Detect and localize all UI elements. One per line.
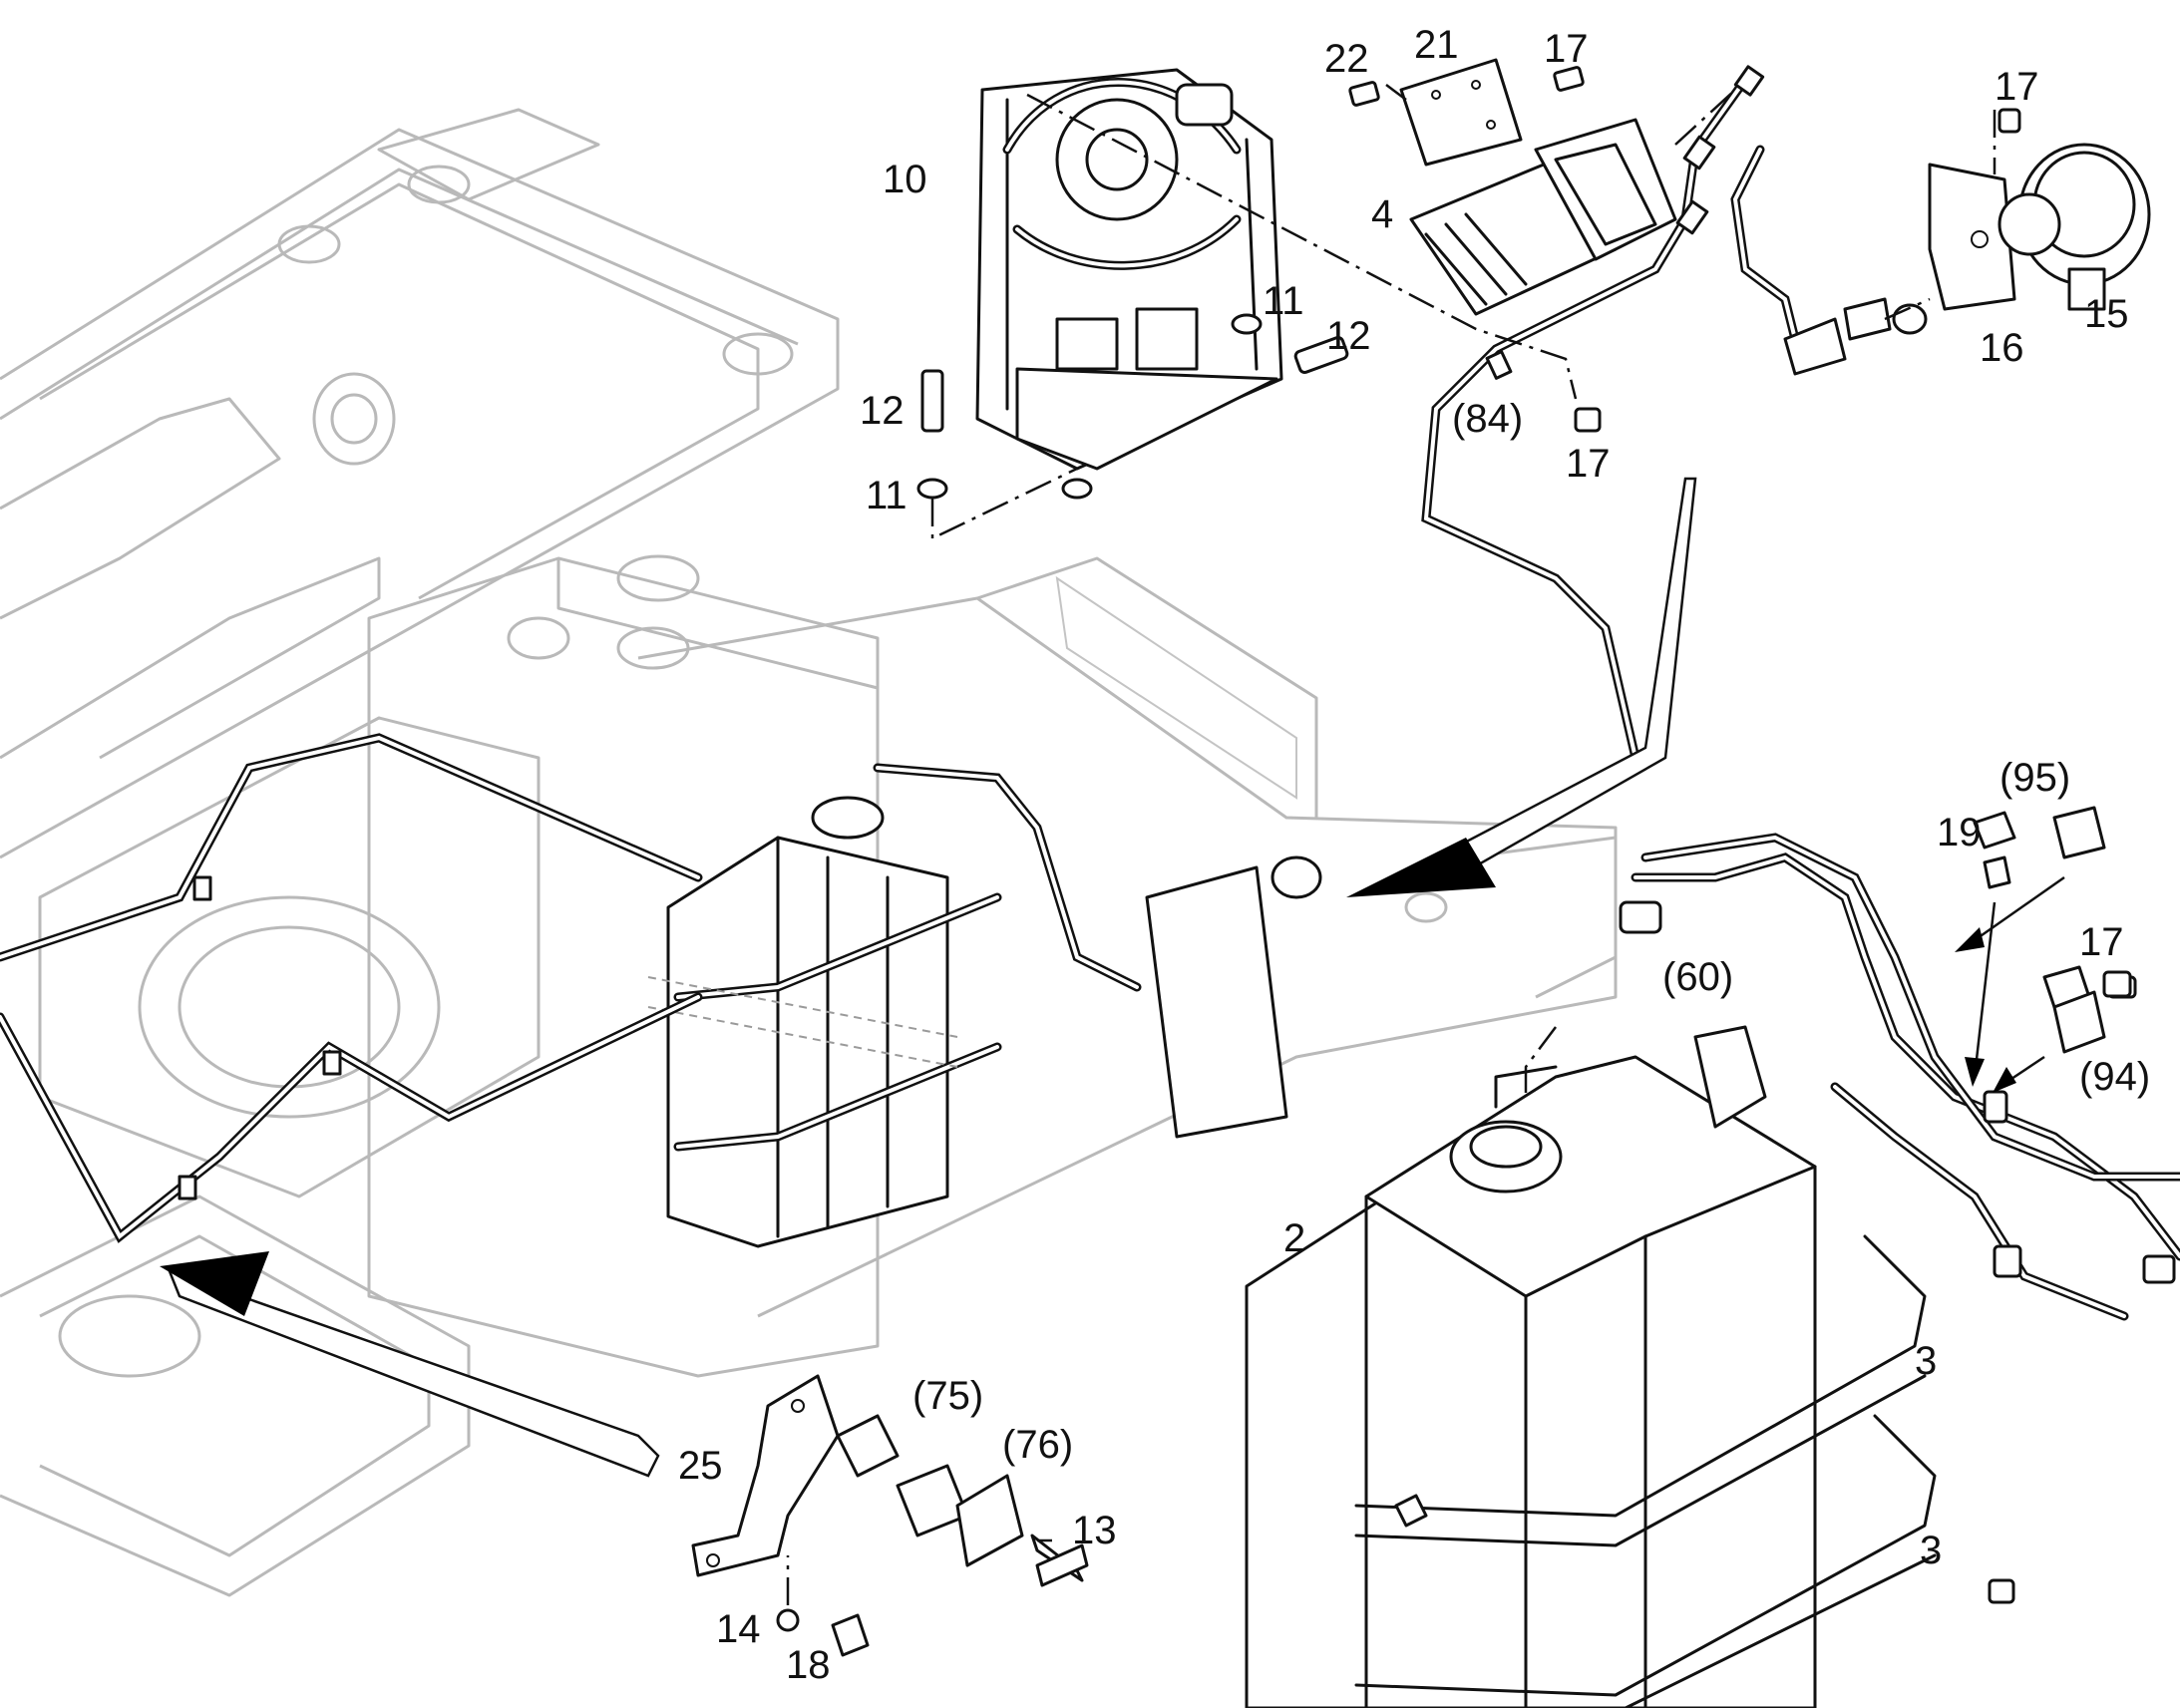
mount-bracket [691, 1374, 1084, 1657]
callout-14: 14 [716, 1607, 761, 1651]
installed-tank [647, 763, 1322, 1248]
screw-12-right [1293, 336, 1349, 374]
callout-3-lower: 3 [1920, 1529, 1942, 1572]
assembly-lines [786, 84, 1997, 1605]
callout-3-upper: 3 [1915, 1339, 1937, 1383]
callout-25: 25 [678, 1444, 723, 1488]
clip-95 [2052, 806, 2106, 859]
callout-21: 21 [1414, 23, 1459, 67]
callout-11-right: 11 [1263, 279, 1304, 323]
callout-12-left: 12 [860, 389, 905, 433]
callout-76: (76) [1002, 1423, 1073, 1467]
callout-19: 19 [1937, 811, 1982, 854]
pump-motor [1348, 58, 1677, 316]
suction-line [1421, 65, 1928, 763]
screw-17-right [2102, 970, 2132, 998]
fasteners [916, 313, 2132, 1604]
callout-11-left: 11 [866, 474, 908, 517]
callout-15: 15 [2084, 292, 2129, 336]
screw-12-left [920, 369, 944, 433]
washer-11-left [916, 478, 948, 500]
callout-22: 22 [1324, 37, 1369, 81]
callout-16: 16 [1980, 326, 2024, 370]
fluid-tank [1245, 1025, 1937, 1708]
callout-17-right: 17 [2079, 920, 2124, 964]
callout-95: (95) [1999, 756, 2070, 800]
callout-2: 2 [1283, 1216, 1305, 1260]
washer-11-right [1231, 313, 1263, 335]
nut-19 [1983, 855, 2011, 889]
screw-17-lower [1574, 407, 1602, 433]
callout-84: (84) [1452, 397, 1523, 441]
callout-18: 18 [786, 1643, 831, 1687]
callout-75: (75) [912, 1374, 983, 1418]
pump-module [975, 68, 1283, 500]
callout-60: (60) [1662, 955, 1733, 999]
callout-17-filter: 17 [1995, 65, 2039, 109]
bolt-13 [1035, 1543, 1089, 1587]
callout-94: (94) [2079, 1055, 2150, 1099]
callout-13: 13 [1072, 1509, 1117, 1552]
clip-94 [2052, 990, 2106, 1054]
screw-17-harness [1988, 1578, 2015, 1604]
callout-17-lower: 17 [1566, 442, 1611, 486]
leader-arrows [160, 477, 2065, 1478]
routed-harness [0, 733, 703, 1243]
callout-10: 10 [883, 158, 927, 201]
callout-12-right: 12 [1326, 314, 1371, 358]
filter-assembly [1928, 108, 2151, 311]
callout-17-top: 17 [1544, 27, 1589, 71]
callout-labels: 2 3 3 4 10 11 11 12 12 13 14 15 16 17 17… [678, 23, 2150, 1687]
callout-4: 4 [1371, 192, 1393, 236]
